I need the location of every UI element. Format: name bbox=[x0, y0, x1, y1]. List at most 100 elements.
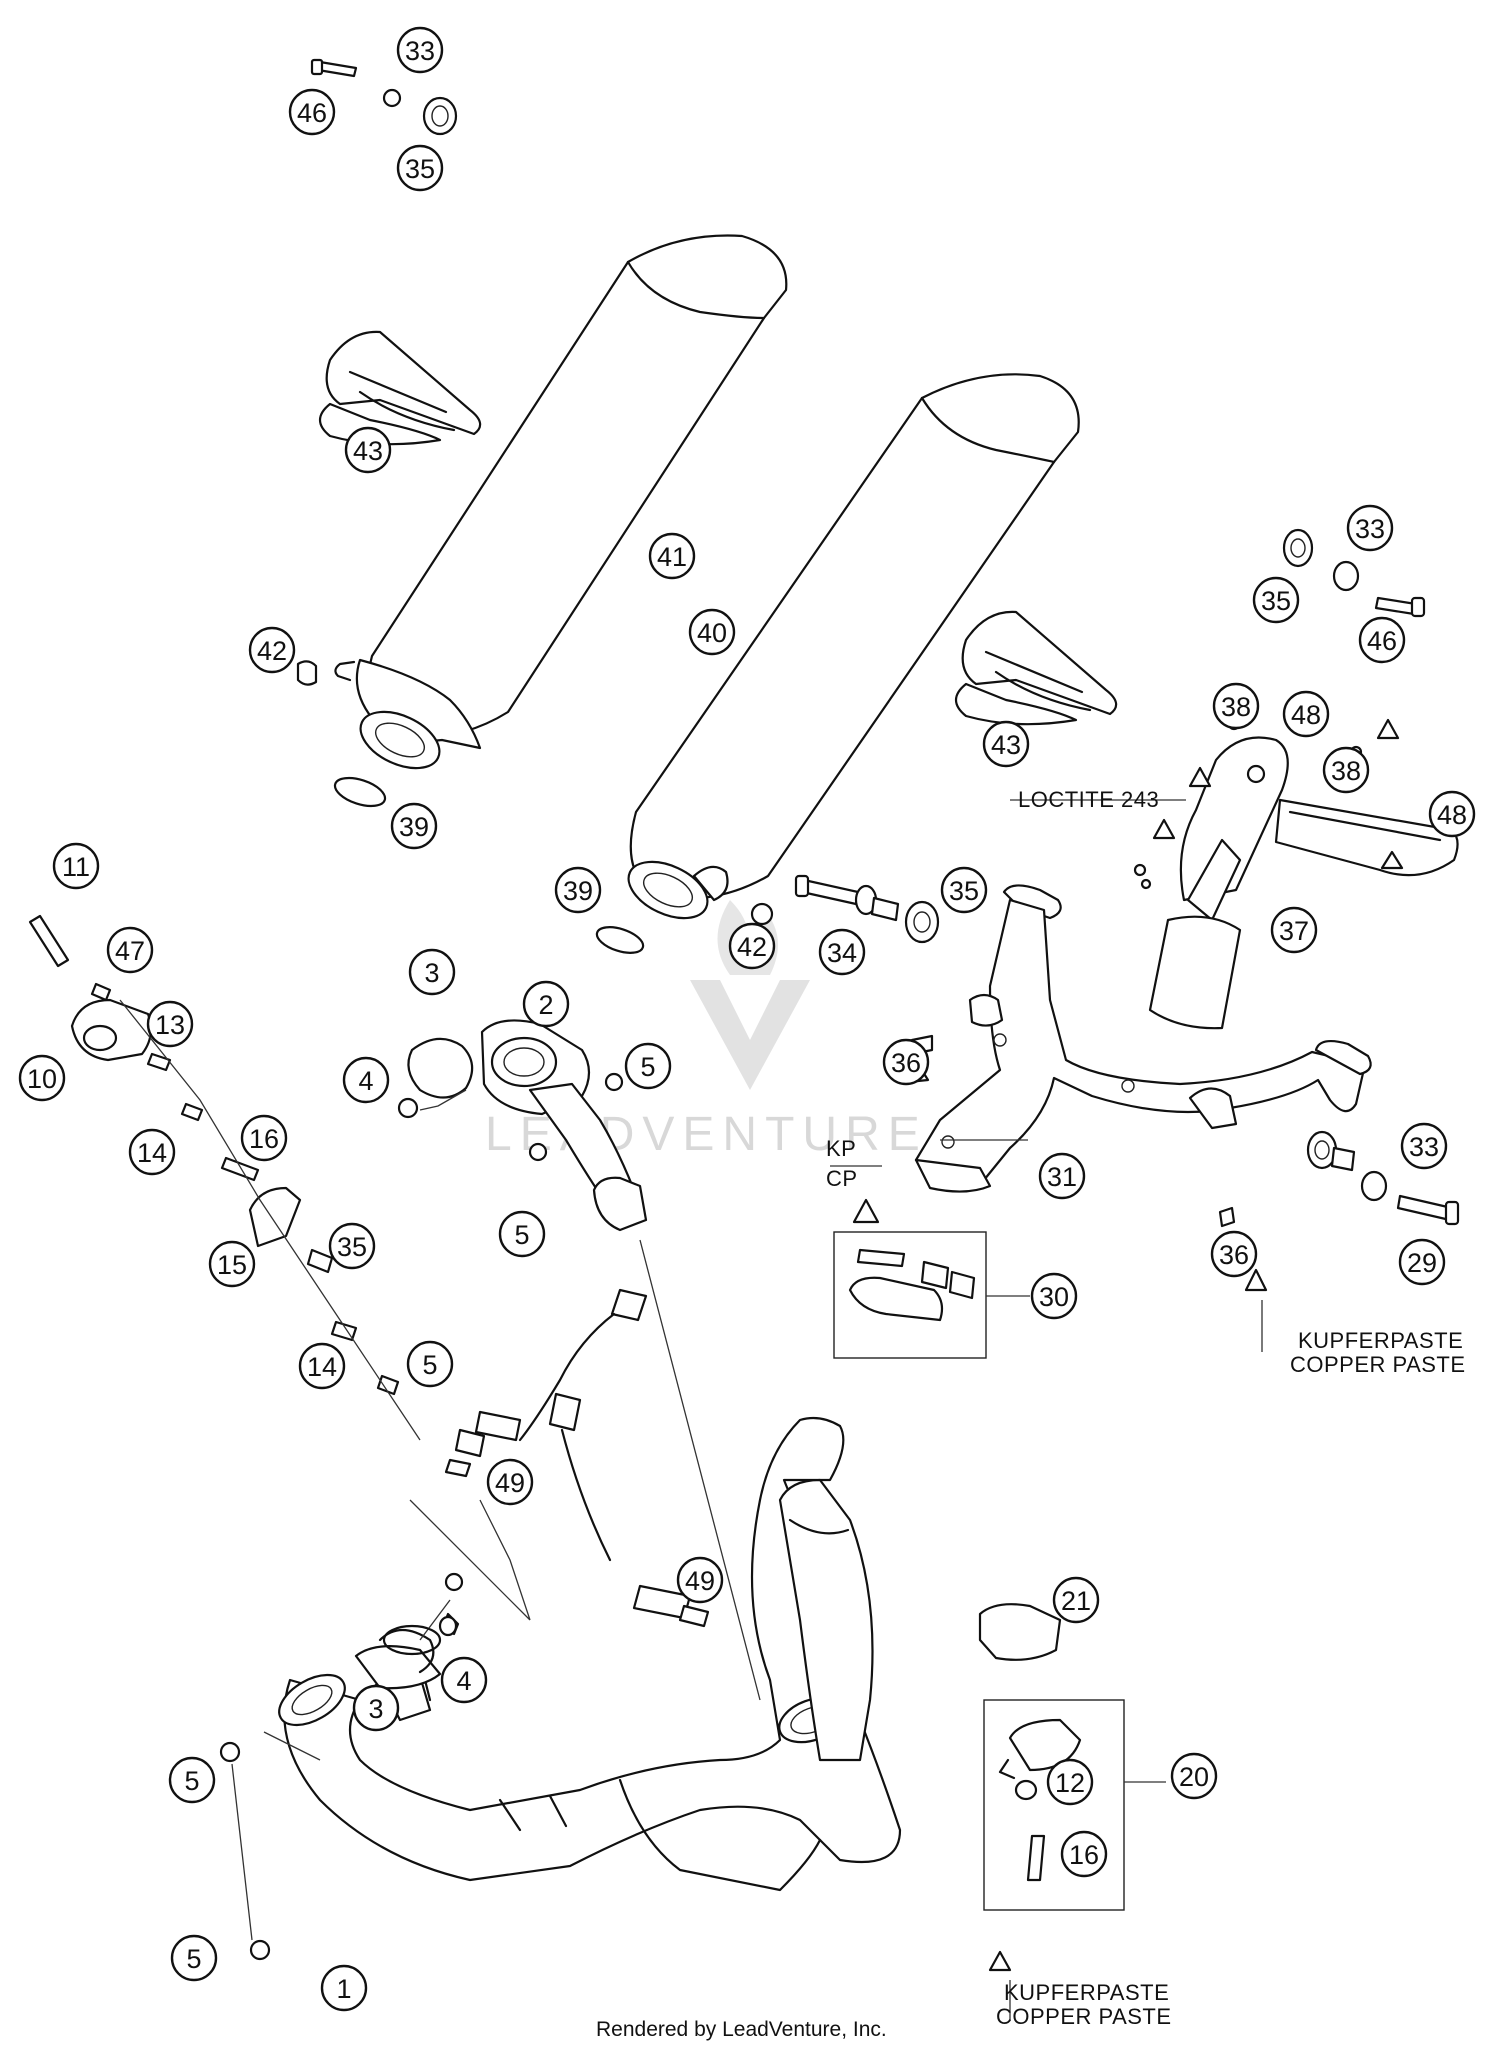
callout-circle bbox=[328, 1222, 376, 1270]
callout-46: 46 bbox=[288, 88, 336, 136]
callout-33: 33 bbox=[1346, 504, 1394, 552]
callout-5: 5 bbox=[168, 1756, 216, 1804]
callout-number: 20 bbox=[1179, 1762, 1209, 1792]
callout-4: 4 bbox=[342, 1056, 390, 1104]
callout-36: 36 bbox=[1210, 1230, 1258, 1278]
note-cp: CP bbox=[826, 1166, 858, 1191]
callout-circle bbox=[554, 866, 602, 914]
callout-41: 41 bbox=[648, 532, 696, 580]
callout-38: 38 bbox=[1322, 746, 1370, 794]
callout-33: 33 bbox=[1400, 1122, 1448, 1170]
callout-number: 33 bbox=[405, 36, 435, 66]
callout-39: 39 bbox=[390, 802, 438, 850]
callout-number: 47 bbox=[115, 936, 145, 966]
callout-circle bbox=[208, 1240, 256, 1288]
callout-15: 15 bbox=[208, 1240, 256, 1288]
callout-number: 46 bbox=[1367, 626, 1397, 656]
y-pipe-31 bbox=[906, 884, 1372, 1193]
callout-circle bbox=[320, 1964, 368, 2012]
callout-number: 41 bbox=[657, 542, 687, 572]
callout-circle bbox=[1400, 1122, 1448, 1170]
callout-circle bbox=[298, 1342, 346, 1390]
notes: LOCTITE 243 KP CP KUPFERPASTE COPPER PAS… bbox=[826, 787, 1465, 2029]
callout-46: 46 bbox=[1358, 616, 1406, 664]
callout-number: 43 bbox=[991, 730, 1021, 760]
callout-number: 10 bbox=[27, 1064, 57, 1094]
callout-circle bbox=[1030, 1272, 1078, 1320]
callout-number: 42 bbox=[257, 636, 287, 666]
callout-number: 16 bbox=[249, 1124, 279, 1154]
callout-number: 40 bbox=[697, 618, 727, 648]
callout-43: 43 bbox=[982, 720, 1030, 768]
hardware-top-left bbox=[310, 58, 458, 136]
callout-number: 48 bbox=[1437, 800, 1467, 830]
callout-number: 46 bbox=[297, 98, 327, 128]
callout-number: 49 bbox=[495, 1468, 525, 1498]
callout-circle bbox=[390, 802, 438, 850]
callout-number: 35 bbox=[949, 876, 979, 906]
callout-number: 35 bbox=[405, 154, 435, 184]
mid-pipe-upper bbox=[778, 1478, 874, 1762]
callout-circle bbox=[1060, 1830, 1108, 1878]
callout-34: 34 bbox=[818, 928, 866, 976]
callout-circle bbox=[1046, 1758, 1094, 1806]
hardware-42-39 bbox=[296, 660, 774, 954]
callout-5: 5 bbox=[498, 1210, 546, 1258]
callout-5: 5 bbox=[624, 1042, 672, 1090]
leader-lines bbox=[940, 799, 1263, 2020]
callout-number: 35 bbox=[337, 1232, 367, 1262]
callout-circle bbox=[406, 1340, 454, 1388]
callout-number: 5 bbox=[186, 1944, 201, 1974]
callout-number: 34 bbox=[827, 938, 857, 968]
callout-circle bbox=[1428, 790, 1476, 838]
callout-number: 30 bbox=[1039, 1282, 1069, 1312]
callout-number: 1 bbox=[336, 1974, 351, 2004]
callout-14: 14 bbox=[128, 1128, 176, 1176]
clamp-kit-20 bbox=[978, 1603, 1166, 1972]
callout-circle bbox=[1038, 1152, 1086, 1200]
callout-number: 39 bbox=[563, 876, 593, 906]
note-kp: KP bbox=[826, 1136, 856, 1161]
callout-circle bbox=[818, 928, 866, 976]
callout-number: 3 bbox=[368, 1694, 383, 1724]
callout-circle bbox=[1052, 1576, 1100, 1624]
o2-sensor-49-upper bbox=[444, 1288, 648, 1478]
callout-number: 5 bbox=[422, 1350, 437, 1380]
note-kupferpaste-1: KUPFERPASTE bbox=[1298, 1328, 1463, 1353]
callout-number: 36 bbox=[1219, 1240, 1249, 1270]
callout-40: 40 bbox=[688, 608, 736, 656]
callout-circle bbox=[1322, 746, 1370, 794]
callout-circle bbox=[396, 144, 444, 192]
callout-42: 42 bbox=[248, 626, 296, 674]
callout-number: 38 bbox=[1221, 692, 1251, 722]
callout-38: 38 bbox=[1212, 682, 1260, 730]
callout-circle bbox=[1346, 504, 1394, 552]
callout-number: 49 bbox=[685, 1566, 715, 1596]
callout-circle bbox=[240, 1114, 288, 1162]
callout-circle bbox=[940, 866, 988, 914]
callout-number: 12 bbox=[1055, 1768, 1085, 1798]
callout-30: 30 bbox=[1030, 1272, 1078, 1320]
callout-circle bbox=[128, 1128, 176, 1176]
callout-circle bbox=[352, 1684, 400, 1732]
callout-number: 14 bbox=[307, 1352, 337, 1382]
callout-circle bbox=[408, 948, 456, 996]
callout-number: 43 bbox=[353, 436, 383, 466]
muffler-bracket-43-right bbox=[954, 610, 1118, 726]
callout-33: 33 bbox=[396, 26, 444, 74]
callout-10: 10 bbox=[18, 1054, 66, 1102]
callout-number: 4 bbox=[456, 1666, 471, 1696]
callout-circle bbox=[170, 1934, 218, 1982]
callout-number: 39 bbox=[399, 812, 429, 842]
callout-circle bbox=[676, 1556, 724, 1604]
heat-shield-bracket-37 bbox=[1133, 717, 1459, 1030]
callout-48: 48 bbox=[1282, 690, 1330, 738]
callout-21: 21 bbox=[1052, 1576, 1100, 1624]
hardware-top-right bbox=[1282, 528, 1426, 618]
callout-20: 20 bbox=[1170, 1752, 1218, 1800]
callout-number: 35 bbox=[1261, 586, 1291, 616]
callout-circle bbox=[396, 26, 444, 74]
callout-3: 3 bbox=[408, 948, 456, 996]
footer-credit: Rendered by LeadVenture, Inc. bbox=[596, 2018, 887, 2041]
callout-35: 35 bbox=[940, 866, 988, 914]
